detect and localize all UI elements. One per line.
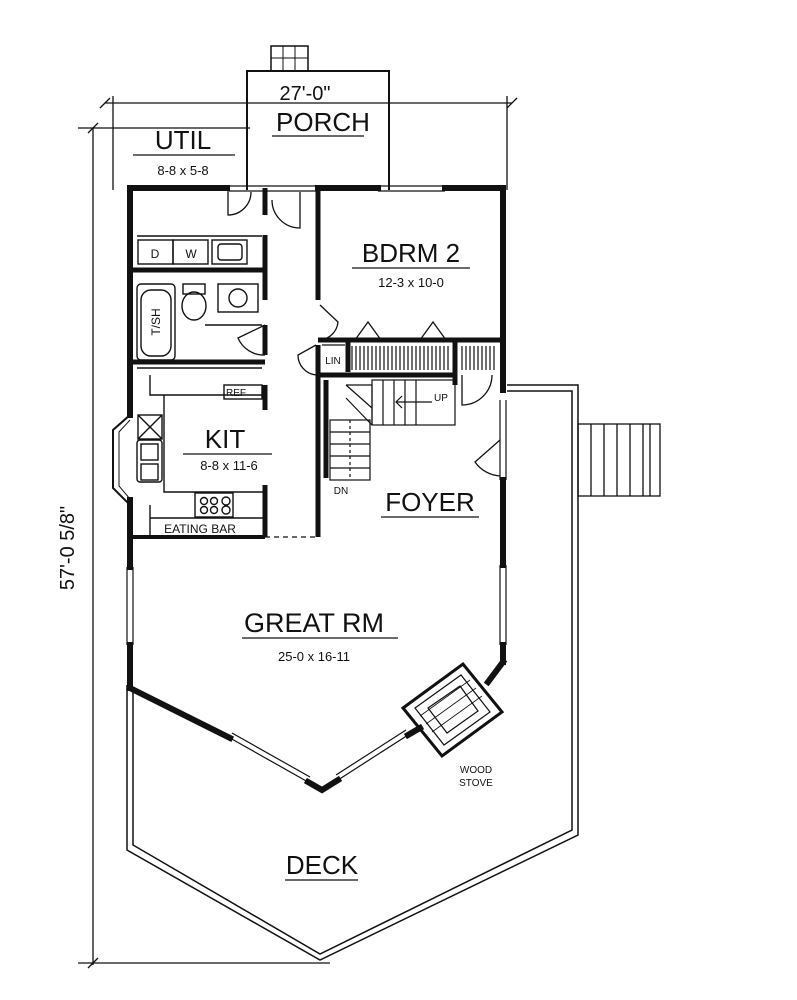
width-dimension-label: 27'-0" xyxy=(280,83,331,105)
closet-shelving xyxy=(351,346,495,370)
wood-stove-label-1: WOOD xyxy=(460,765,492,776)
staircase xyxy=(329,379,456,481)
ref-label: REF xyxy=(226,388,246,399)
kitchen-bay-window xyxy=(112,414,131,506)
porch-label: PORCH xyxy=(276,107,370,137)
windows xyxy=(126,185,507,783)
kitchen-counters xyxy=(133,367,265,539)
door-swings xyxy=(227,191,501,477)
washer-label: W xyxy=(185,247,197,261)
dryer-label: D xyxy=(151,247,160,261)
laundry-fixtures xyxy=(137,235,262,265)
stair-down-label: DN xyxy=(334,486,348,497)
eating-bar-label: EATING BAR xyxy=(164,522,236,536)
tub-shower-label: T/SH xyxy=(149,308,163,335)
kit-label: KIT xyxy=(205,424,246,454)
foyer-label: FOYER xyxy=(385,487,475,517)
util-dims: 8-8 x 5-8 xyxy=(157,163,208,178)
interior-walls xyxy=(130,188,503,537)
deck-stairs xyxy=(577,423,661,497)
length-dimension-label: 57'-0 5/8" xyxy=(57,506,79,590)
bdrm2-label: BDRM 2 xyxy=(362,238,460,268)
dimension-lines xyxy=(78,96,518,969)
great-rm-dims: 25-0 x 16-11 xyxy=(278,649,350,664)
kit-dims: 8-8 x 11-6 xyxy=(200,458,258,473)
great-rm-label: GREAT RM xyxy=(244,608,384,638)
wood-stove-label-2: STOVE xyxy=(459,778,493,789)
deck-railing xyxy=(126,384,579,961)
linen-closet-label: LIN xyxy=(325,356,341,367)
wood-stove xyxy=(400,661,505,759)
deck-label: DECK xyxy=(286,850,359,880)
stair-up-label: UP xyxy=(434,393,448,404)
bath-fixtures xyxy=(136,283,262,361)
porch-area xyxy=(246,45,390,190)
exterior-walls xyxy=(125,185,508,794)
util-label: UTIL xyxy=(155,125,211,155)
bdrm2-dims: 12-3 x 10-0 xyxy=(378,275,444,290)
